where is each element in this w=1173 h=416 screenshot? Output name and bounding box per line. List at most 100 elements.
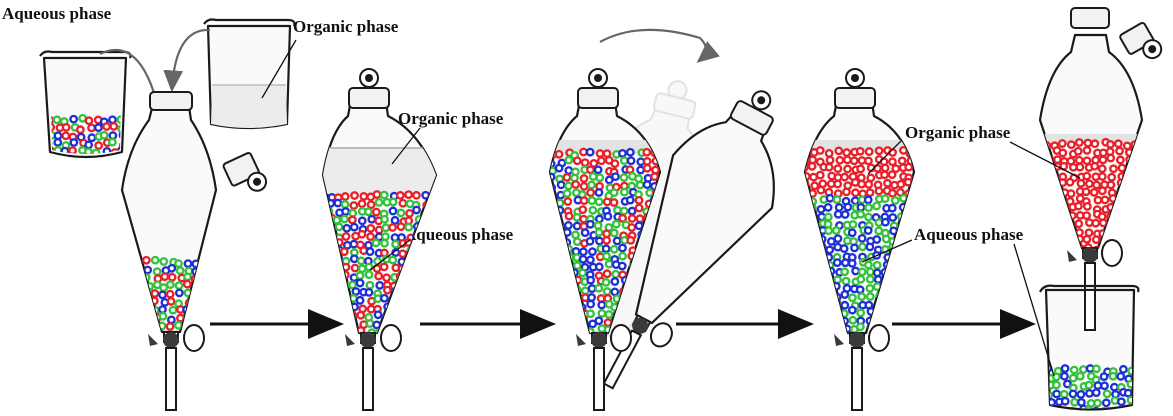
particle	[823, 297, 833, 307]
particle	[805, 203, 809, 213]
particle	[1117, 204, 1127, 214]
stopcock-icon	[163, 332, 179, 348]
particle	[890, 252, 900, 262]
particle	[840, 172, 849, 182]
particle	[578, 254, 588, 264]
particle	[570, 301, 580, 311]
particle	[702, 296, 711, 305]
particle	[1058, 227, 1068, 237]
particle	[1093, 398, 1102, 408]
particle	[811, 298, 820, 307]
particle	[856, 203, 866, 212]
particle	[872, 268, 882, 278]
particle	[602, 287, 612, 296]
particle	[1106, 153, 1116, 163]
particle	[842, 148, 852, 157]
particle	[339, 247, 349, 257]
particle	[732, 250, 741, 259]
particle	[1102, 389, 1112, 399]
label-organic-phase-1: Organic phase	[293, 17, 399, 36]
particle	[572, 261, 582, 270]
particle	[1074, 138, 1084, 147]
particle	[805, 313, 809, 323]
particle	[1123, 185, 1132, 195]
particle	[651, 165, 660, 175]
particle	[1131, 202, 1141, 212]
particle	[404, 328, 413, 333]
particle	[872, 235, 882, 244]
particle	[414, 295, 424, 305]
particle	[618, 243, 627, 253]
particle	[888, 292, 898, 301]
particle	[603, 211, 613, 221]
particle	[811, 322, 820, 331]
particle	[550, 206, 557, 216]
particle	[823, 203, 833, 212]
particle	[1137, 212, 1142, 222]
particle	[904, 283, 914, 293]
particle	[1042, 186, 1052, 196]
particle	[737, 259, 746, 268]
particle	[1066, 140, 1076, 150]
particle	[635, 180, 645, 190]
particle	[167, 263, 177, 273]
particle	[818, 293, 828, 302]
particle	[1068, 236, 1078, 246]
particle	[1051, 227, 1061, 237]
particle	[403, 320, 413, 330]
particle	[422, 303, 432, 313]
particle	[1079, 365, 1088, 374]
particle	[1061, 236, 1071, 245]
particle	[805, 267, 811, 277]
particle	[602, 235, 612, 245]
particle	[1098, 218, 1108, 228]
particle	[842, 155, 852, 165]
particle	[1045, 234, 1054, 244]
particle	[1040, 163, 1045, 173]
particle	[326, 296, 336, 306]
particle	[805, 257, 811, 267]
particle	[1083, 405, 1093, 409]
particle	[645, 188, 655, 198]
particle	[872, 260, 882, 270]
particle	[571, 308, 581, 317]
particle	[587, 196, 597, 205]
particle	[1065, 220, 1075, 230]
particle	[883, 178, 892, 188]
particle	[183, 312, 193, 322]
particle	[1085, 388, 1094, 398]
particle	[1049, 172, 1059, 181]
particle	[1099, 372, 1109, 381]
particle	[182, 279, 192, 289]
particle	[1122, 194, 1132, 204]
particle	[1091, 406, 1101, 409]
particle	[874, 186, 884, 196]
particle	[348, 280, 357, 290]
particle	[585, 147, 595, 157]
particle	[897, 282, 907, 292]
particle	[594, 283, 604, 293]
particle	[808, 211, 818, 221]
particle	[404, 305, 413, 314]
particle	[698, 314, 707, 323]
particle	[141, 255, 151, 265]
particle	[847, 305, 857, 315]
particle	[372, 190, 382, 199]
particle	[1066, 189, 1076, 198]
particle	[556, 283, 565, 293]
particle	[407, 263, 417, 273]
particle	[890, 196, 900, 205]
particle	[650, 172, 659, 182]
particle	[626, 156, 636, 166]
stopcock-icon	[849, 332, 865, 348]
particle	[414, 280, 424, 289]
particle	[91, 148, 101, 154]
aqueous-beaker	[39, 50, 132, 159]
particle	[357, 216, 367, 226]
particle	[406, 288, 416, 298]
particle	[1139, 165, 1142, 175]
particle	[550, 308, 555, 317]
particle	[805, 249, 810, 259]
particle	[564, 211, 574, 221]
particle	[888, 213, 898, 222]
